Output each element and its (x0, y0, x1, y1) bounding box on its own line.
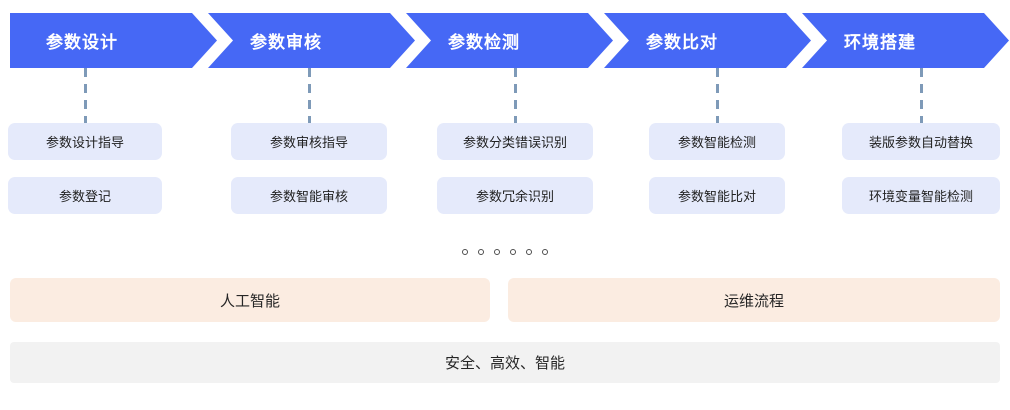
feature-box: 参数智能比对 (649, 177, 785, 214)
feature-box: 装版参数自动替换 (842, 123, 1000, 160)
ellipsis-dot (494, 249, 500, 255)
feature-label: 参数智能比对 (677, 189, 756, 204)
stage-label: 参数检测 (448, 33, 520, 52)
ellipsis-dot (462, 249, 468, 255)
feature-label: 参数冗余识别 (475, 189, 554, 204)
stage-label: 环境搭建 (844, 33, 916, 52)
stage-column-review: 参数审核指导 参数智能审核 (231, 68, 387, 214)
feature-box: 参数智能检测 (649, 123, 785, 160)
stage-column-detect: 参数分类错误识别 参数冗余识别 (437, 68, 593, 214)
feature-label: 参数设计指导 (45, 135, 124, 150)
ellipsis-dot (510, 249, 516, 255)
stage-column-design: 参数设计指导 参数登记 (8, 68, 162, 214)
ellipsis-dots (0, 249, 1010, 255)
feature-box: 环境变量智能检测 (842, 177, 1000, 214)
feature-box: 参数设计指导 (8, 123, 162, 160)
ellipsis-dot (542, 249, 548, 255)
feature-box: 参数智能审核 (231, 177, 387, 214)
feature-label: 参数分类错误识别 (462, 135, 567, 150)
feature-box: 参数登记 (8, 177, 162, 214)
feature-box: 参数审核指导 (231, 123, 387, 160)
stage-label: 参数审核 (250, 33, 322, 52)
stage-column-compare: 参数智能检测 参数智能比对 (649, 68, 785, 214)
stage-label: 参数比对 (646, 33, 718, 52)
ellipsis-dot (478, 249, 484, 255)
stage-arrow-env: 环境搭建 (802, 13, 1009, 68)
feature-label: 参数登记 (58, 189, 111, 204)
feature-box: 参数冗余识别 (437, 177, 593, 214)
feature-label: 参数审核指导 (269, 135, 348, 150)
stage-arrow-detect: 参数检测 (406, 13, 613, 68)
feature-label: 参数智能审核 (269, 189, 348, 204)
feature-label: 环境变量智能检测 (868, 189, 973, 204)
stage-column-env: 装版参数自动替换 环境变量智能检测 (842, 68, 1000, 214)
ellipsis-dot (526, 249, 532, 255)
band-label: 人工智能 (219, 292, 280, 310)
band-label: 运维流程 (723, 292, 784, 310)
connector-dashed-line (83, 68, 87, 123)
stage-arrow-design: 参数设计 (10, 13, 217, 68)
feature-label: 参数智能检测 (677, 135, 756, 150)
feature-box: 参数分类错误识别 (437, 123, 593, 160)
connector-dashed-line (919, 68, 923, 123)
band-artificial-intelligence: 人工智能 (10, 278, 490, 322)
footer-band: 安全、高效、智能 (10, 342, 1000, 383)
stage-arrow-review: 参数审核 (208, 13, 415, 68)
stage-arrow-compare: 参数比对 (604, 13, 811, 68)
stage-label: 参数设计 (46, 33, 118, 52)
connector-dashed-line (307, 68, 311, 123)
band-ops-process: 运维流程 (508, 278, 1000, 322)
connector-dashed-line (513, 68, 517, 123)
footer-label: 安全、高效、智能 (444, 355, 565, 372)
connector-dashed-line (715, 68, 719, 123)
feature-label: 装版参数自动替换 (868, 135, 973, 150)
